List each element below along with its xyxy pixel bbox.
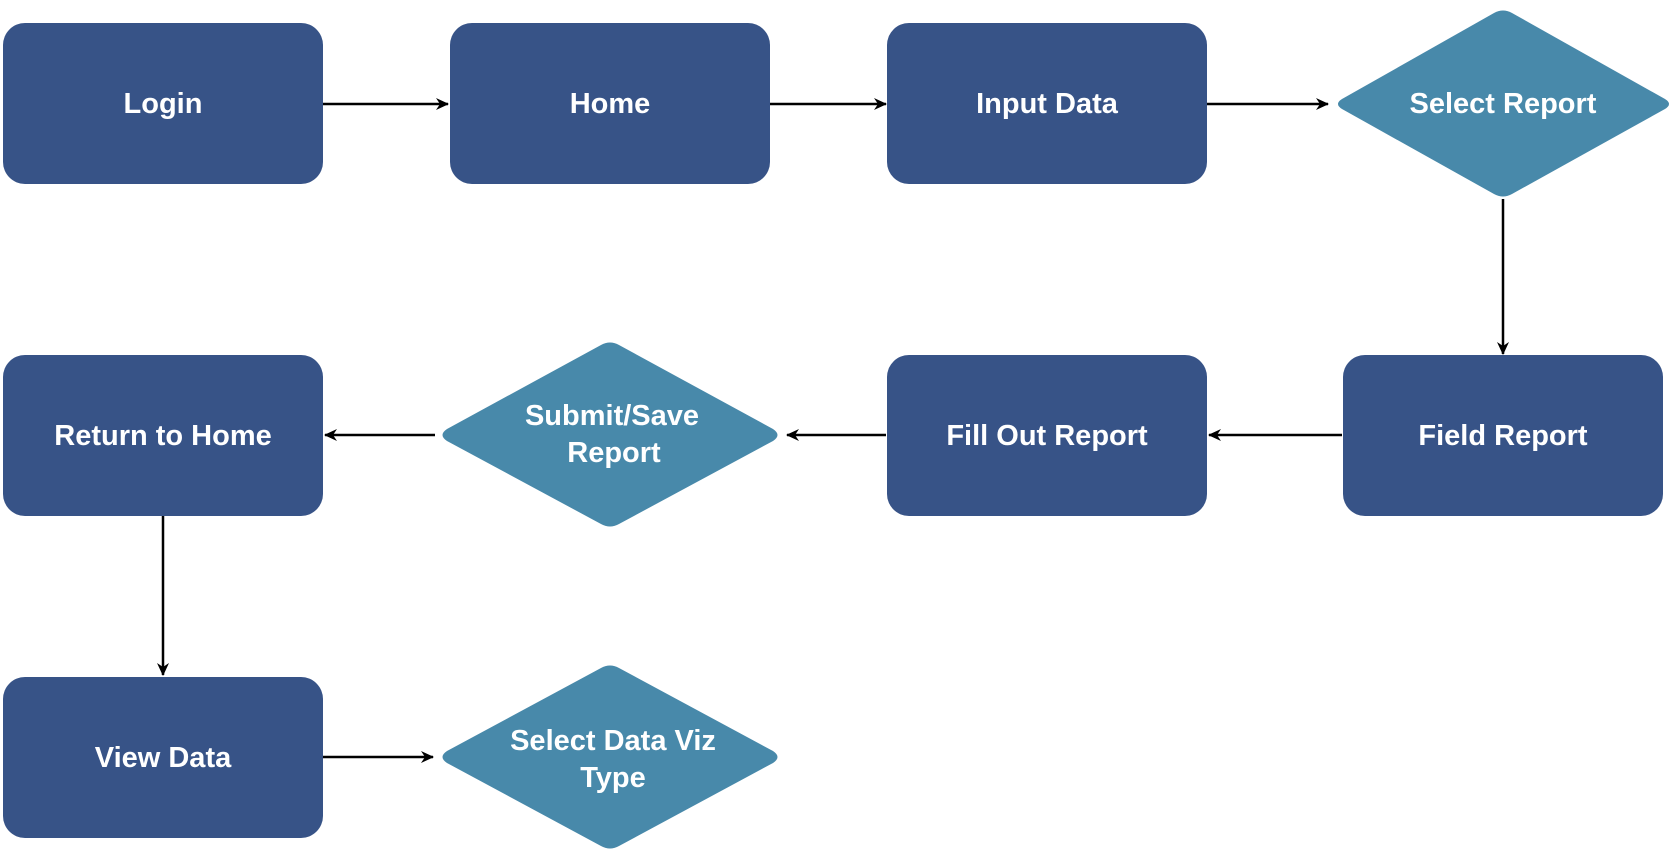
- node-select-data-viz-type[interactable]: Select Data Viz Type: [442, 665, 778, 849]
- node-return-to-home[interactable]: Return to Home: [3, 355, 323, 516]
- node-input-data-label: Input Data: [976, 88, 1119, 120]
- node-login-label: Login: [124, 88, 203, 120]
- node-select-report[interactable]: Select Report: [1338, 10, 1669, 197]
- node-submit-save-report[interactable]: Submit/Save Report: [442, 342, 778, 527]
- node-view-data[interactable]: View Data: [3, 677, 323, 838]
- node-fill-out-report-label: Fill Out Report: [946, 420, 1148, 452]
- node-home-shape: [450, 23, 770, 184]
- node-login[interactable]: Login: [3, 23, 323, 184]
- node-submit-save-report-label: Submit/Save: [525, 400, 699, 432]
- node-select-data-viz-type-label-line2: Type: [580, 762, 646, 794]
- node-home[interactable]: Home: [450, 23, 770, 184]
- node-select-report-label: Select Report: [1410, 88, 1597, 120]
- node-login-shape: [3, 23, 323, 184]
- node-fill-out-report-shape: [887, 355, 1207, 516]
- node-submit-save-report-label-line2: Report: [567, 437, 661, 469]
- connectors: [157, 98, 1509, 763]
- node-select-report-shape: [1338, 10, 1669, 197]
- node-return-to-home-label: Return to Home: [54, 420, 272, 452]
- node-field-report[interactable]: Field Report: [1343, 355, 1663, 516]
- node-view-data-shape: [3, 677, 323, 838]
- node-select-data-viz-type-label: Select Data Viz: [510, 725, 716, 757]
- node-return-to-home-shape: [3, 355, 323, 516]
- node-field-report-label: Field Report: [1418, 420, 1588, 452]
- node-input-data-shape: [887, 23, 1207, 184]
- node-submit-save-report-shape: [442, 342, 778, 527]
- node-input-data[interactable]: Input Data: [887, 23, 1207, 184]
- node-view-data-label: View Data: [95, 742, 232, 774]
- node-field-report-shape: [1343, 355, 1663, 516]
- node-select-data-viz-type-shape: [442, 665, 778, 849]
- node-home-label: Home: [570, 88, 651, 120]
- node-fill-out-report[interactable]: Fill Out Report: [887, 355, 1207, 516]
